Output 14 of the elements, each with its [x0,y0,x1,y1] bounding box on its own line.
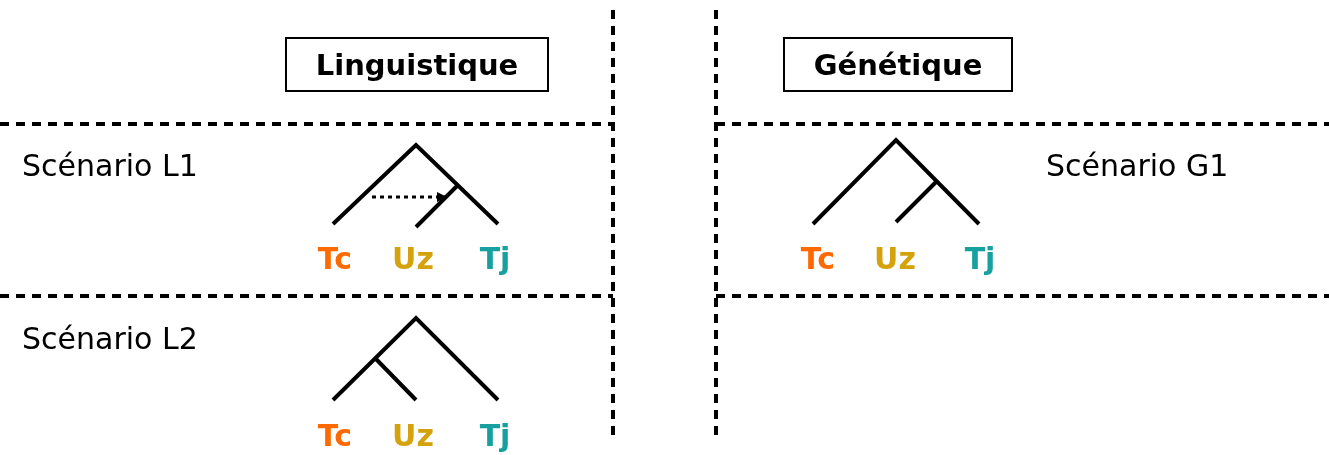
leaf-label: Tc [317,417,353,453]
title-box: Génétique [783,37,1013,92]
scenario-label: Scénario G1 [1046,147,1229,183]
title-box: Linguistique [285,37,549,92]
leaf-label: Tj [479,417,511,453]
scenario-label: Scénario L2 [22,320,198,356]
leaf-label: Uz [874,240,916,276]
leaf-label: Uz [392,417,434,453]
leaf-label: Tj [964,240,996,276]
leaf-label: Tj [479,240,511,276]
leaf-label: Tc [317,240,353,276]
leaf-label: Tc [800,240,836,276]
leaf-label: Uz [392,240,434,276]
scenario-label: Scénario L1 [22,147,198,183]
